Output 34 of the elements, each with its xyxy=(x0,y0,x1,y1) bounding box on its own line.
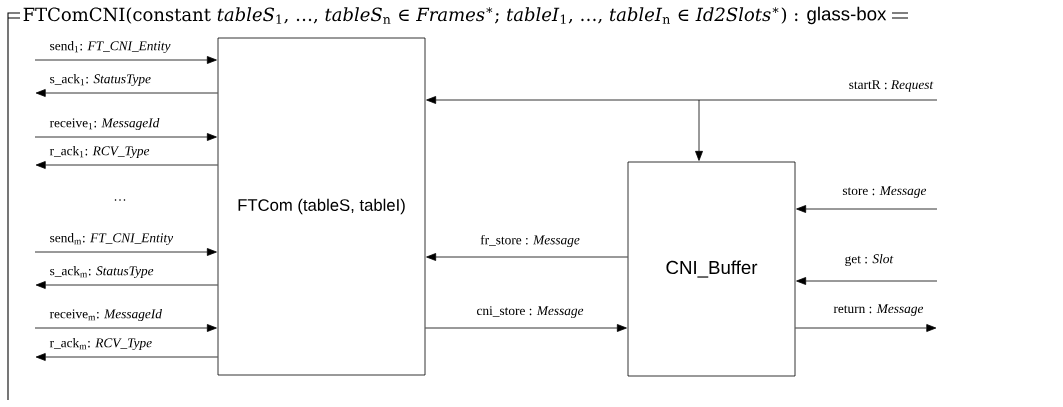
edge-label: store : Message xyxy=(842,186,927,198)
arrow xyxy=(34,56,217,64)
edge-label: send$_{m}$: FT_CNI_Entity xyxy=(50,232,174,246)
edge-label: s_ack$_{1}$: StatusType xyxy=(50,73,151,87)
arrow xyxy=(795,324,937,332)
edge-label: r_ack$_{m}$: RCV_Type xyxy=(49,337,152,351)
arrow xyxy=(426,96,938,104)
edge-label: receive$_{m}$: MessageId xyxy=(49,308,162,322)
ellipsis: … xyxy=(114,199,126,201)
edge-label: s_ack$_{m}$: StatusType xyxy=(50,265,154,279)
arrow xyxy=(34,133,217,141)
edge-label: cni_store : Message xyxy=(477,306,584,318)
component-box: CNI_Buffer xyxy=(627,161,796,377)
arrow xyxy=(425,324,627,332)
arrow xyxy=(796,277,938,285)
edge-label: receive$_{1}$: MessageId xyxy=(49,117,160,131)
edge-label: return : Message xyxy=(833,304,924,316)
schema-heading: FTComCNI(constant tableS$_{1}$, …, tableS$_{n}$ ∈ Frames$^{∗}$; tableI$_{1}$, …, tableI$_{n}$ ∈ Id2Slots$^{∗}$) : xyxy=(23,7,798,24)
schema-kind: glass-box xyxy=(807,6,887,25)
arrow xyxy=(426,253,628,261)
edge-label: get : Slot xyxy=(845,253,894,267)
edge-label: r_ack$_{1}$: RCV_Type xyxy=(49,145,150,159)
arrow xyxy=(34,248,217,256)
arrow xyxy=(695,99,703,161)
arrow xyxy=(34,324,217,332)
edge-label: startR : Request xyxy=(849,80,934,92)
edge-label: fr_store : Message xyxy=(480,234,580,248)
arrow xyxy=(796,205,938,213)
edge-label: send$_{1}$: FT_CNI_Entity xyxy=(50,40,171,54)
arrow xyxy=(35,353,218,361)
arrow xyxy=(35,89,218,97)
arrow xyxy=(35,161,218,169)
component-box: FTCom (tableS, tableI) xyxy=(217,37,426,376)
arrow xyxy=(35,281,218,289)
